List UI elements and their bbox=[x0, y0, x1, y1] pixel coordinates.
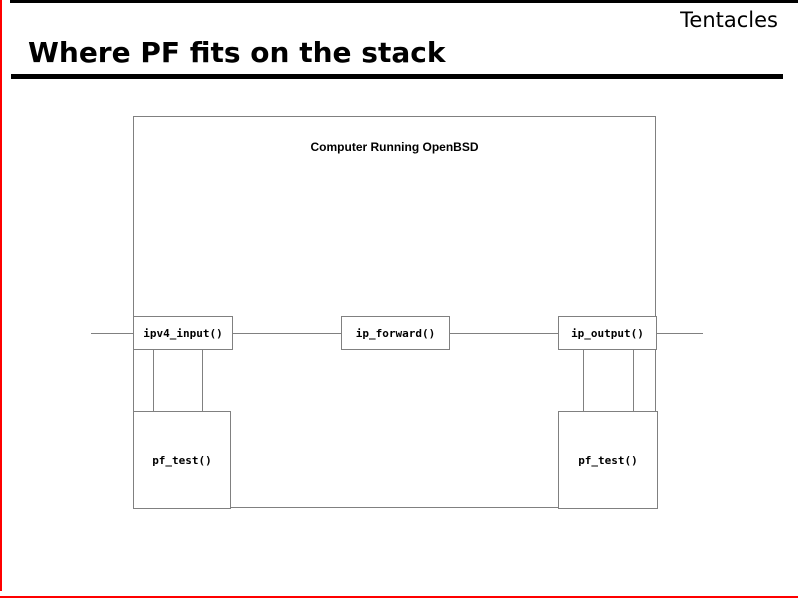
connector-ipv4input-pftest-left bbox=[153, 349, 154, 411]
node-pf-test-right-label: pf_test() bbox=[578, 453, 638, 467]
connector-ipv4input-pftest-right bbox=[202, 349, 203, 411]
wire-outbound bbox=[657, 333, 703, 334]
node-ip-output: ip_output() bbox=[558, 316, 657, 350]
node-pf-test-left-label: pf_test() bbox=[152, 453, 212, 467]
top-black-rule bbox=[10, 0, 798, 3]
connector-ipoutput-pftest-left bbox=[583, 349, 584, 411]
node-ip-forward-label: ip_forward() bbox=[355, 326, 436, 340]
bottom-red-border bbox=[0, 596, 798, 598]
left-red-border bbox=[0, 0, 2, 591]
connector-ipoutput-pftest-right bbox=[633, 349, 634, 411]
wire-inbound bbox=[91, 333, 133, 334]
wire-forward-to-output bbox=[449, 333, 558, 334]
node-ip-output-label: ip_output() bbox=[571, 326, 644, 340]
corner-label: Tentacles bbox=[680, 8, 778, 32]
page-title: Where PF fits on the stack bbox=[28, 36, 446, 69]
title-underline bbox=[11, 74, 783, 79]
wire-input-to-forward bbox=[232, 333, 341, 334]
node-ip-forward: ip_forward() bbox=[341, 316, 450, 350]
node-pf-test-right: pf_test() bbox=[558, 411, 658, 509]
node-pf-test-left: pf_test() bbox=[133, 411, 231, 509]
node-ipv4-input-label: ipv4_input() bbox=[143, 326, 223, 340]
computer-boundary-box bbox=[133, 116, 656, 508]
computer-label: Computer Running OpenBSD bbox=[310, 140, 479, 154]
node-ipv4-input: ipv4_input() bbox=[133, 316, 233, 350]
